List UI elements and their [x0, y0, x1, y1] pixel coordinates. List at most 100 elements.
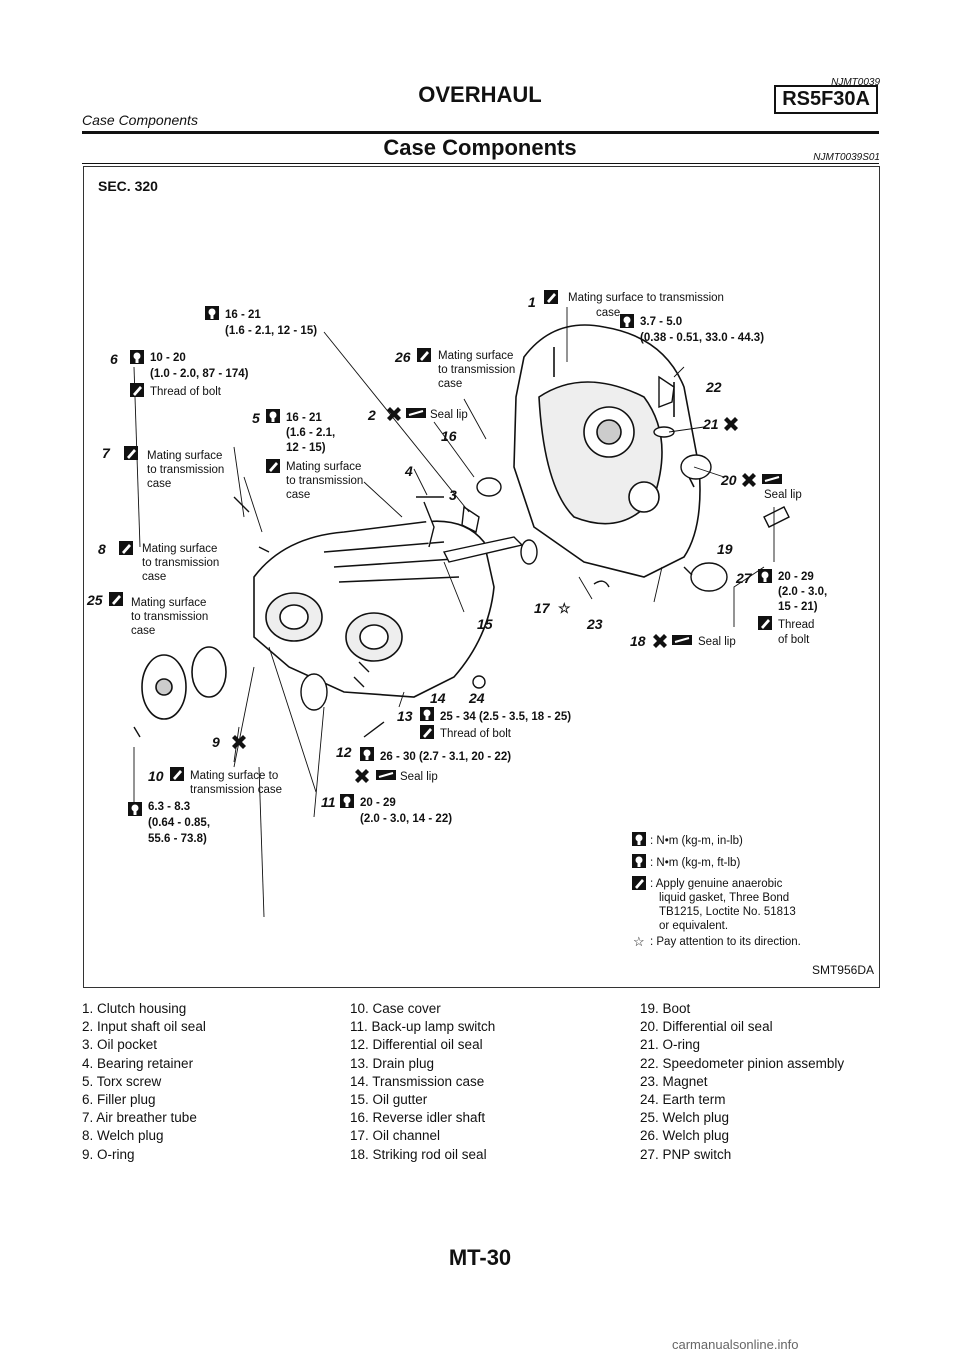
transmission-case-drawing	[253, 520, 495, 698]
callout-text: Mating surface	[286, 461, 361, 473]
list-item: 22. Speedometer pinion assembly	[640, 1055, 845, 1071]
callout-text: case	[438, 378, 462, 390]
callout-number: 22	[705, 379, 722, 395]
list-item: 16. Reverse idler shaft	[350, 1110, 486, 1126]
list-item: 5. Torx screw	[82, 1073, 162, 1089]
callout-text: Mating surface	[147, 450, 222, 462]
list-item: 14. Transmission case	[350, 1073, 485, 1089]
callout-text: Seal lip	[400, 771, 438, 783]
replace-part-icon	[724, 417, 738, 431]
list-item: 18. Striking rod oil seal	[350, 1146, 487, 1162]
torque-value: (0.38 - 0.51, 33.0 - 44.3)	[640, 332, 764, 344]
section-rule	[82, 163, 879, 164]
list-item: 8. Welch plug	[82, 1128, 164, 1144]
callout-text: to transmission	[131, 611, 208, 623]
page-header-title: OVERHAUL	[418, 82, 542, 107]
list-item: 6. Filler plug	[82, 1092, 156, 1108]
callout-number: 27	[735, 570, 753, 586]
model-tag: RS5F30A	[774, 85, 878, 114]
list-item: 7. Air breather tube	[82, 1110, 197, 1126]
section-code: NJMT0039S01	[813, 152, 880, 163]
list-item: 15. Oil gutter	[350, 1092, 428, 1108]
callout-number: 18	[630, 633, 646, 649]
liquid-gasket-icon	[124, 446, 138, 460]
replace-part-icon	[232, 735, 246, 749]
callout-number: 13	[397, 708, 413, 724]
torque-value: 16 - 21	[286, 412, 322, 424]
replace-part-icon	[742, 473, 756, 487]
list-item: 9. O-ring	[82, 1146, 135, 1162]
list-item: 13. Drain plug	[350, 1055, 435, 1071]
torque-inlb-icon	[128, 802, 142, 816]
callout-text: case	[286, 489, 310, 501]
grease-icon	[671, 634, 693, 646]
callout-text: to transmission	[438, 364, 515, 376]
liquid-gasket-icon	[417, 348, 431, 362]
torque-value: 6.3 - 8.3	[148, 801, 190, 813]
figure-id: SMT956DA	[811, 963, 874, 977]
callout-number: 21	[702, 416, 719, 432]
callout-text: to transmission	[286, 475, 363, 487]
grease-icon	[761, 473, 783, 485]
replace-part-icon	[653, 634, 667, 648]
torque-value: 20 - 29	[360, 797, 396, 809]
case-cover-drawing	[141, 646, 227, 720]
callout-number: 15	[477, 616, 493, 632]
legend-text: or equivalent.	[659, 920, 728, 932]
replace-part-icon	[355, 769, 369, 783]
torque-value: 3.7 - 5.0	[640, 316, 682, 328]
section-title: Case Components	[383, 135, 577, 160]
torque-value: (1.0 - 2.0, 87 - 174)	[150, 368, 249, 380]
list-item: 3. Oil pocket	[82, 1037, 158, 1053]
torque-value: 20 - 29	[778, 571, 814, 583]
symbol-legend: : N•m (kg-m, in-lb) : N•m (kg-m, ft-lb) …	[632, 832, 801, 949]
page-header-subtitle: Case Components	[82, 112, 198, 128]
list-item: 11. Back-up lamp switch	[350, 1019, 496, 1035]
callout-number: 16	[441, 428, 457, 444]
callout-number: 1	[528, 294, 536, 310]
callout-number: 25	[86, 592, 103, 608]
list-item: 12. Differential oil seal	[350, 1037, 483, 1053]
direction-icon: ☆	[558, 600, 571, 616]
grease-icon	[375, 769, 397, 781]
torque-value: 26 - 30 (2.7 - 3.1, 20 - 22)	[380, 751, 511, 763]
callout-number: 6	[110, 351, 118, 367]
callout-text: Thread of bolt	[150, 386, 222, 398]
clutch-housing-drawing	[513, 324, 701, 578]
parts-list-column-3: 19. Boot 20. Differential oil seal 21. O…	[640, 1000, 844, 1164]
callout-text: Mating surface to	[190, 770, 278, 782]
list-item: 25. Welch plug	[640, 1110, 730, 1126]
callout-text: Mating surface	[142, 543, 217, 555]
callout-number: 10	[148, 768, 164, 784]
exploded-diagram: SEC. 320	[86, 178, 827, 949]
callout-text: transmission case	[190, 784, 282, 796]
torque-value: (2.0 - 3.0, 14 - 22)	[360, 813, 452, 825]
callout-text: Mating surface	[438, 350, 513, 362]
callout-text: to transmission	[147, 464, 224, 476]
legend-text: : Pay attention to its direction.	[650, 936, 801, 948]
liquid-gasket-icon	[420, 725, 434, 739]
list-item: 19. Boot	[640, 1001, 691, 1016]
list-item: 2. Input shaft oil seal	[82, 1019, 206, 1035]
watermark-link[interactable]: carmanualsonline.info	[672, 1337, 799, 1352]
torque-ftlb-icon	[420, 707, 434, 721]
torque-value: 16 - 21	[225, 309, 261, 321]
torque-ftlb-icon	[758, 569, 772, 583]
list-item: 21. O-ring	[640, 1037, 701, 1053]
header-rule	[82, 131, 879, 134]
torque-value: (1.6 - 2.1,	[286, 427, 335, 439]
callout-number: 8	[98, 541, 106, 557]
small-parts-drawing	[133, 375, 790, 738]
callout-number: 23	[586, 616, 603, 632]
callout-text: Mating surface	[131, 597, 206, 609]
list-item: 20. Differential oil seal	[640, 1019, 773, 1035]
doc-code: NJMT0039	[831, 77, 880, 88]
liquid-gasket-icon	[109, 592, 123, 606]
callout-text: Mating surface to transmission	[568, 292, 724, 304]
callout-number: 2	[367, 407, 376, 423]
callout-text: case	[131, 625, 155, 637]
callout-text: Seal lip	[698, 636, 736, 648]
torque-value: (1.6 - 2.1, 12 - 15)	[225, 325, 317, 337]
figure-frame	[83, 166, 880, 988]
callout-text: Thread	[778, 619, 814, 631]
